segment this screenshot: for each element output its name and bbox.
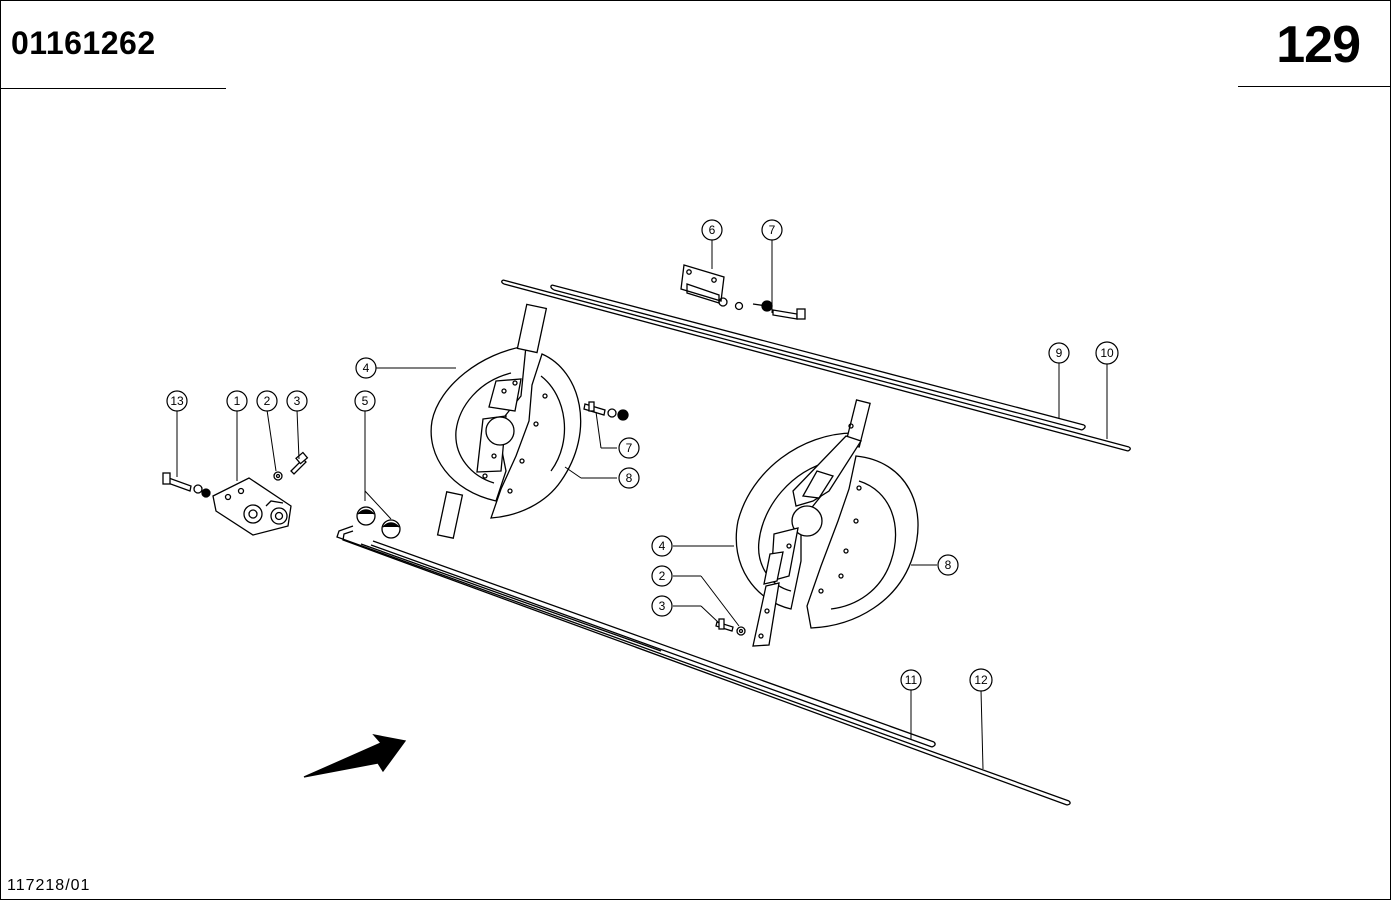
callout-13: 13 — [166, 390, 188, 412]
screw-part-13 — [162, 472, 211, 498]
screw-part-7-left-disc — [583, 401, 629, 421]
callout-4b: 4 — [651, 535, 673, 557]
document-number: 01161262 — [11, 25, 156, 61]
rod-upper-10 — [501, 279, 1131, 452]
screw-part-7-top — [734, 300, 806, 320]
callout-2b: 2 — [651, 565, 673, 587]
callout-3b: 3 — [651, 595, 673, 617]
callout-1-label: 1 — [234, 394, 241, 408]
callout-4a: 4 — [355, 357, 377, 379]
callout-3a: 3 — [286, 390, 308, 412]
callout-2a: 2 — [256, 390, 278, 412]
callout-8b-label: 8 — [945, 558, 952, 572]
callout-7a: 7 — [761, 219, 783, 241]
disc-part-8-left — [490, 353, 582, 519]
callout-12-label: 12 — [974, 673, 988, 687]
direction-arrow-icon — [303, 734, 407, 778]
callout-3b-label: 3 — [659, 599, 666, 613]
washer-part-2-right — [736, 626, 746, 636]
screw-part-3-right — [715, 618, 734, 632]
bracket-part-6 — [680, 264, 728, 307]
callout-6: 6 — [701, 219, 723, 241]
rod-lower-12 — [336, 525, 1071, 806]
callout-2b-label: 2 — [659, 569, 666, 583]
header-rule-right — [1238, 86, 1390, 87]
callout-2a-label: 2 — [264, 394, 271, 408]
rod-lower-11 — [370, 540, 936, 748]
header-rule-left — [1, 88, 226, 89]
bracket-part-1 — [212, 477, 292, 536]
page-number: 129 — [1276, 16, 1361, 74]
washer-part-2-left — [273, 471, 283, 481]
callout-7a-label: 7 — [769, 223, 776, 237]
callout-10-label: 10 — [1100, 346, 1114, 360]
callout-9: 9 — [1048, 342, 1070, 364]
callout-12: 12 — [969, 668, 993, 692]
disc-part-4-right — [735, 399, 871, 647]
callout-7b: 7 — [618, 437, 640, 459]
callout-5: 5 — [354, 390, 376, 412]
figure-reference: 117218/01 — [7, 877, 91, 894]
callout-7b-label: 7 — [626, 441, 633, 455]
rod-upper-9 — [550, 284, 1086, 431]
callout-11-label: 11 — [905, 673, 918, 687]
callout-6-label: 6 — [709, 223, 716, 237]
callout-8a: 8 — [618, 467, 640, 489]
cap-part-5 — [356, 506, 401, 539]
callout-11: 11 — [900, 669, 922, 691]
callout-4b-label: 4 — [659, 539, 666, 553]
disc-part-8-right — [806, 455, 919, 629]
callout-13-label: 13 — [170, 394, 184, 408]
callout-10: 10 — [1095, 341, 1119, 365]
callout-5-label: 5 — [362, 394, 369, 408]
callout-1: 1 — [226, 390, 248, 412]
callout-3a-label: 3 — [294, 394, 301, 408]
disc-part-4-left — [430, 303, 548, 539]
callout-4a-label: 4 — [363, 361, 370, 375]
callout-8a-label: 8 — [626, 471, 633, 485]
leader-lines — [176, 239, 1108, 770]
callout-8b: 8 — [937, 554, 959, 576]
callout-9-label: 9 — [1056, 346, 1063, 360]
screw-part-3-left — [290, 451, 309, 475]
